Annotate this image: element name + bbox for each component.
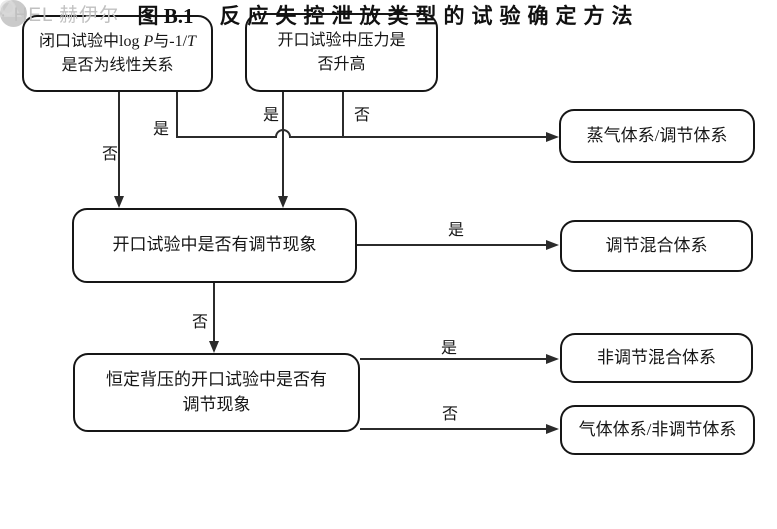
node-backpressure-test: 恒定背压的开口试验中是否有 调节现象 <box>73 353 360 432</box>
node-gas-system-label: 气体体系/非调节体系 <box>578 419 737 439</box>
node-open-test-tempering: 开口试验中是否有调节现象 <box>72 208 357 283</box>
node-vapor-system: 蒸气体系/调节体系 <box>559 109 755 163</box>
node-closed-test-line1: 闭口试验中log P与-1/T <box>39 33 196 51</box>
node-tempered-hybrid: 调节混合体系 <box>560 220 753 272</box>
edge-label-closed-no: 否 <box>101 146 119 163</box>
watermark-logo-ring <box>0 0 16 16</box>
edge-open-no-line <box>342 92 344 138</box>
edge-backpressure-no-arrowhead-icon <box>546 424 559 434</box>
edge-to-vapor-arrowhead-icon <box>546 132 559 142</box>
edge-label-open-no: 否 <box>353 107 371 124</box>
node-tempered-hybrid-label: 调节混合体系 <box>605 235 708 255</box>
edge-closed-yes-line <box>176 92 178 138</box>
edge-backpressure-no-line <box>360 428 546 430</box>
edge-closed-no-line <box>118 92 120 196</box>
edge-to-vapor-line-right <box>291 136 546 138</box>
edge-label-open-yes: 是 <box>262 107 280 124</box>
edge-label-closed-yes: 是 <box>152 121 170 138</box>
edge-tempering-no-line <box>213 283 215 341</box>
figure-caption-title: 反应失控泄放类型的试验确定方法 <box>219 4 640 28</box>
edge-label-tempering-no: 否 <box>191 314 209 331</box>
watermark-text: · HEL 赫伊尔 <box>0 5 120 26</box>
edge-to-vapor-line-left <box>176 136 276 138</box>
node-open-pressure-line2: 否升高 <box>317 55 366 73</box>
node-untempered-hybrid: 非调节混合体系 <box>560 333 753 383</box>
node-closed-test-linearity: 闭口试验中log P与-1/T 是否为线性关系 <box>22 15 213 92</box>
figure-caption-number: 图 B.1 <box>137 4 194 28</box>
edge-label-backpressure-yes: 是 <box>440 340 458 357</box>
edge-backpressure-yes-arrowhead-icon <box>546 354 559 364</box>
edge-tempering-yes-line <box>357 244 546 246</box>
edge-label-backpressure-no: 否 <box>441 406 459 423</box>
node-backpressure-line2: 调节现象 <box>182 394 251 414</box>
node-open-pressure-line1: 开口试验中压力是 <box>277 32 406 50</box>
figure-caption: 图 B.1 反应失控泄放类型的试验确定方法 <box>0 0 777 30</box>
node-open-tempering-label: 开口试验中是否有调节现象 <box>112 235 317 255</box>
edge-crossing-hop <box>275 129 291 138</box>
edge-label-tempering-yes: 是 <box>447 222 465 239</box>
edge-backpressure-yes-line <box>360 358 546 360</box>
edge-open-yes-line <box>282 92 284 196</box>
edge-tempering-no-arrowhead-icon <box>209 341 219 353</box>
node-vapor-system-label: 蒸气体系/调节体系 <box>586 125 728 145</box>
node-backpressure-line1: 恒定背压的开口试验中是否有 <box>106 369 327 389</box>
edge-closed-no-arrowhead-icon <box>114 196 124 208</box>
edge-open-yes-arrowhead-icon <box>278 196 288 208</box>
node-gas-system: 气体体系/非调节体系 <box>560 405 755 455</box>
node-open-test-pressure: 开口试验中压力是 否升高 <box>245 13 438 92</box>
node-untempered-hybrid-label: 非调节混合体系 <box>597 347 716 367</box>
node-closed-test-line2: 是否为线性关系 <box>61 56 174 74</box>
edge-tempering-yes-arrowhead-icon <box>546 240 559 250</box>
